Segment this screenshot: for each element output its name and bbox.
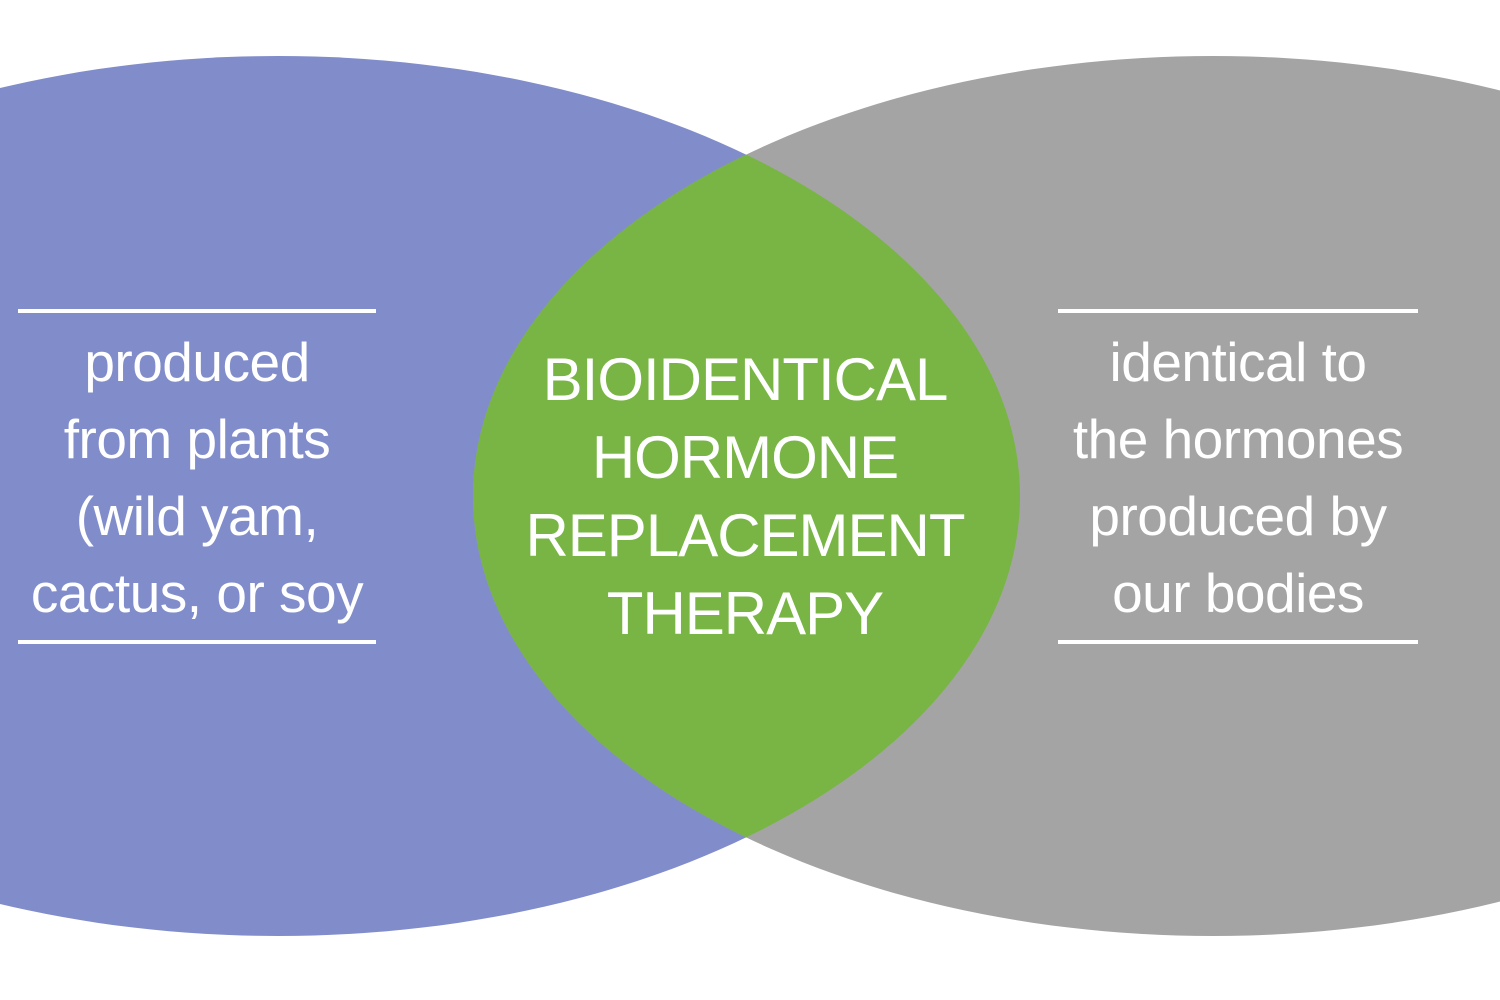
right-bottom-rule: [1058, 640, 1418, 644]
left-label-panel: produced from plants (wild yam, cactus, …: [18, 309, 376, 644]
right-label-text: identical to the hormones produced by ou…: [1072, 316, 1404, 638]
right-label-line: the hormones: [1072, 407, 1404, 470]
right-label-line: our bodies: [1112, 561, 1364, 624]
overlap-region: [473, 56, 1020, 936]
center-title-line: HORMONE: [591, 424, 899, 491]
left-bottom-rule: [18, 640, 376, 644]
right-label-panel: identical to the hormones produced by ou…: [1058, 309, 1418, 644]
left-top-rule: [18, 309, 376, 313]
center-title-line: REPLACEMENT: [525, 502, 965, 569]
right-top-rule: [1058, 309, 1418, 313]
left-label-line: (wild yam,: [75, 484, 319, 547]
right-label-line: produced by: [1089, 484, 1387, 547]
right-label-line: identical to: [1109, 330, 1367, 393]
left-label-line: from plants: [63, 407, 331, 470]
center-title: BIOIDENTICAL HORMONE REPLACEMENT THERAPY: [500, 342, 990, 652]
center-title-line: THERAPY: [606, 580, 884, 647]
left-label-line: produced: [84, 330, 310, 393]
center-title-line: BIOIDENTICAL: [542, 346, 949, 413]
left-label-text: produced from plants (wild yam, cactus, …: [30, 316, 364, 638]
left-label-line: cactus, or soy: [30, 561, 364, 624]
